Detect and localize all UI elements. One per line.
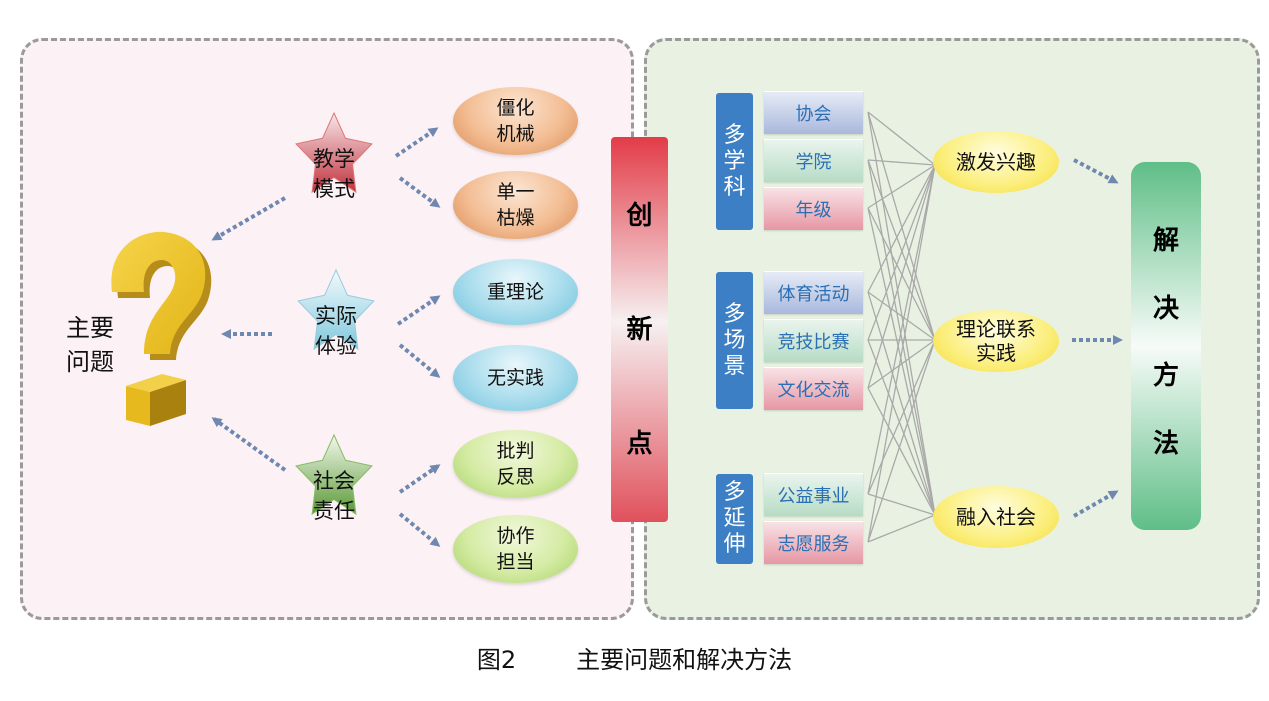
item-culture-exchange: 文化交流 <box>764 367 863 410</box>
category-multi-scene: 多 场 景 <box>716 272 753 409</box>
category-multi-discipline: 多 学 科 <box>716 93 753 230</box>
ellipse-no-practice: 无实践 <box>453 345 578 411</box>
innovation-char: 点 <box>626 429 653 459</box>
item-public-welfare: 公益事业 <box>764 473 863 516</box>
item-volunteer: 志愿服务 <box>764 521 863 564</box>
item-association: 协会 <box>764 91 863 134</box>
connector-lines <box>867 111 936 543</box>
goal-integrate-society: 融入社会 <box>933 486 1059 548</box>
innovation-label: 创 新 点 <box>611 195 668 460</box>
star-shape-teaching <box>295 111 373 194</box>
left-arrows <box>211 127 441 547</box>
ellipse-collaboration: 协作 担当 <box>453 515 578 583</box>
solution-char: 法 <box>1152 428 1179 459</box>
star-teaching-mode: 教学 模式 <box>313 147 355 201</box>
item-sports: 体育活动 <box>764 271 863 314</box>
right-arrows <box>1072 158 1123 518</box>
arrow-teaching-to-problem <box>211 196 287 241</box>
ellipse-monotonous: 单一 枯燥 <box>453 171 578 239</box>
item-grade: 年级 <box>764 187 863 230</box>
arrow-society-to-problem <box>211 417 287 472</box>
solution-label: 解 决 方 法 <box>1131 220 1201 460</box>
question-mark-icon <box>111 231 212 426</box>
ellipse-critical-reflection: 批判 反思 <box>453 430 578 498</box>
figure-caption: 图2 主要问题和解决方法 <box>0 640 1269 675</box>
star-shape-experience <box>297 268 375 351</box>
figure-number: 图2 <box>476 646 517 674</box>
star-shape-society <box>295 433 373 516</box>
main-problem-label: 主要 问题 <box>66 314 114 376</box>
solution-char: 解 <box>1152 226 1179 256</box>
item-college: 学院 <box>764 139 863 182</box>
ellipse-rigid: 僵化 机械 <box>453 87 578 155</box>
ellipse-theory-heavy: 重理论 <box>453 259 578 325</box>
figure-title: 主要问题和解决方法 <box>576 646 793 674</box>
item-competition: 竞技比赛 <box>764 319 863 362</box>
innovation-bar <box>611 137 668 522</box>
innovation-char: 创 <box>626 201 653 231</box>
category-multi-extension: 多 延 伸 <box>716 474 753 564</box>
innovation-char: 新 <box>626 315 653 345</box>
solution-bar <box>1131 162 1201 530</box>
goal-stimulate-interest: 激发兴趣 <box>933 131 1059 193</box>
star-social-responsibility: 社会 责任 <box>313 469 355 523</box>
star-practical-experience: 实际 体验 <box>315 304 357 358</box>
solution-char: 决 <box>1152 293 1179 324</box>
goal-theory-practice: 理论联系 实践 <box>933 310 1059 372</box>
solution-char: 方 <box>1152 361 1179 392</box>
